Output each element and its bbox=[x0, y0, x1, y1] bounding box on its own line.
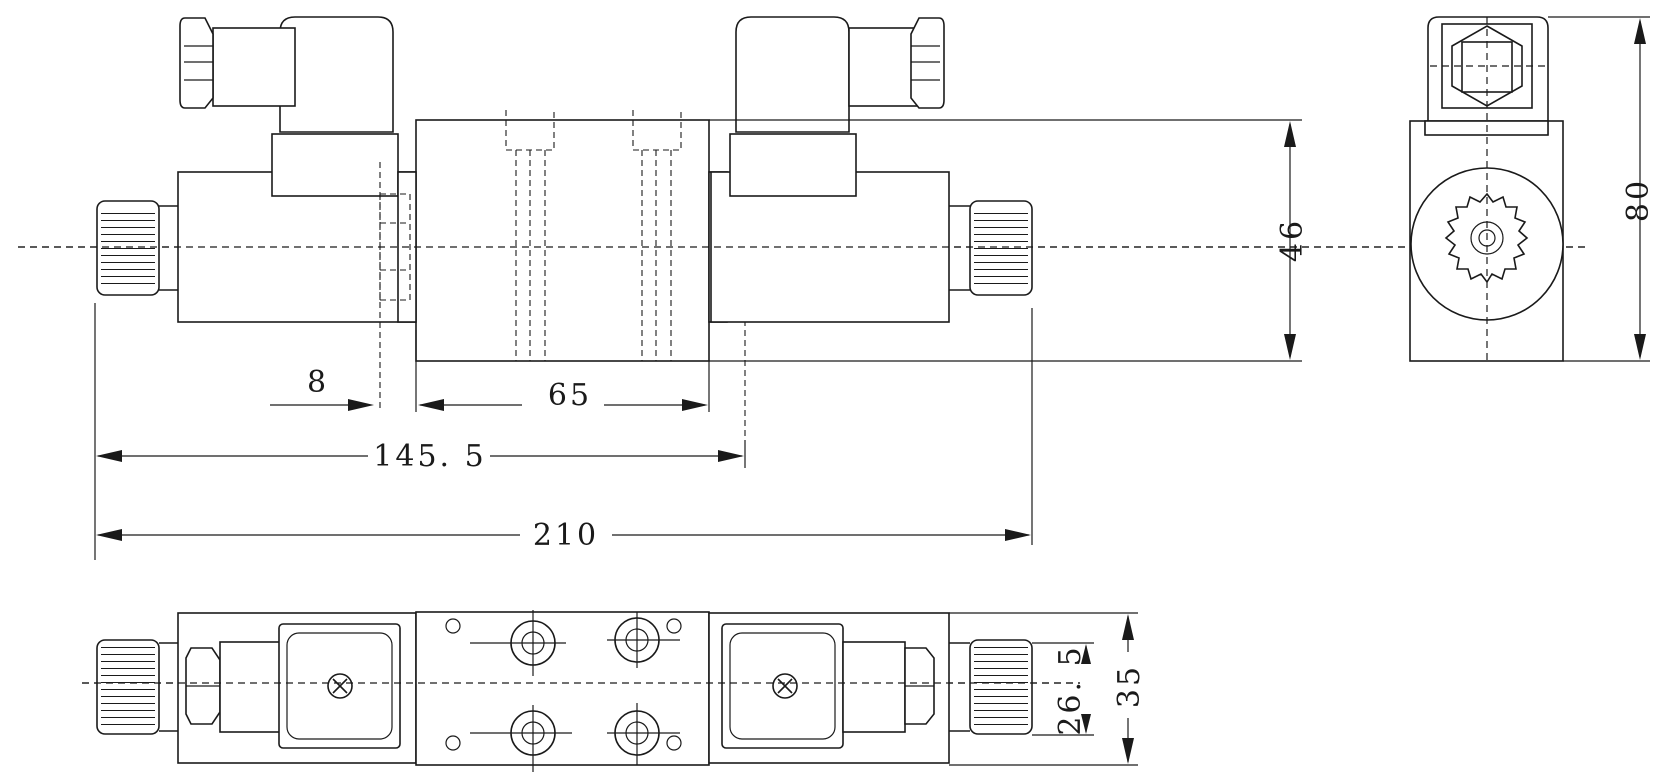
dimension-26-5: 26. 5 bbox=[1032, 642, 1094, 736]
dim-label-26-5: 26. 5 bbox=[1053, 644, 1088, 735]
top-right-plug bbox=[721, 623, 844, 749]
top-left-knob bbox=[96, 639, 178, 735]
dim-label-46: 46 bbox=[1275, 218, 1310, 262]
top-left-cable-gland bbox=[219, 641, 283, 733]
right-manual-knob bbox=[949, 200, 1033, 296]
dimension-145-5: 145. 5 bbox=[94, 303, 746, 560]
right-connector-plug bbox=[729, 16, 945, 197]
dim-label-210: 210 bbox=[533, 518, 599, 553]
dim-label-80: 80 bbox=[1621, 178, 1656, 222]
dimension-210: 210 bbox=[96, 308, 1033, 553]
top-right-knob bbox=[949, 639, 1033, 735]
top-right-screw bbox=[772, 673, 798, 699]
side-connector bbox=[1427, 16, 1549, 133]
dim-label-145-5: 145. 5 bbox=[373, 439, 486, 474]
side-view bbox=[1409, 16, 1564, 362]
front-view bbox=[18, 16, 1585, 440]
top-view bbox=[82, 610, 1080, 772]
dimension-8: 8 bbox=[270, 330, 417, 412]
left-manual-knob bbox=[96, 200, 178, 296]
dim-label-35: 35 bbox=[1112, 664, 1147, 708]
top-left-screw bbox=[327, 673, 353, 699]
dimension-35: 35 bbox=[949, 612, 1147, 766]
dimension-80: 80 bbox=[1548, 16, 1656, 362]
top-port-holes bbox=[445, 610, 682, 772]
left-connector-plug bbox=[179, 16, 399, 197]
valve-body bbox=[415, 119, 710, 362]
dimension-46: 46 bbox=[709, 119, 1310, 362]
dim-label-65: 65 bbox=[548, 378, 592, 413]
top-right-cable-gland bbox=[842, 641, 906, 733]
dimension-65: 65 bbox=[418, 361, 710, 413]
dim-label-8: 8 bbox=[307, 365, 329, 400]
